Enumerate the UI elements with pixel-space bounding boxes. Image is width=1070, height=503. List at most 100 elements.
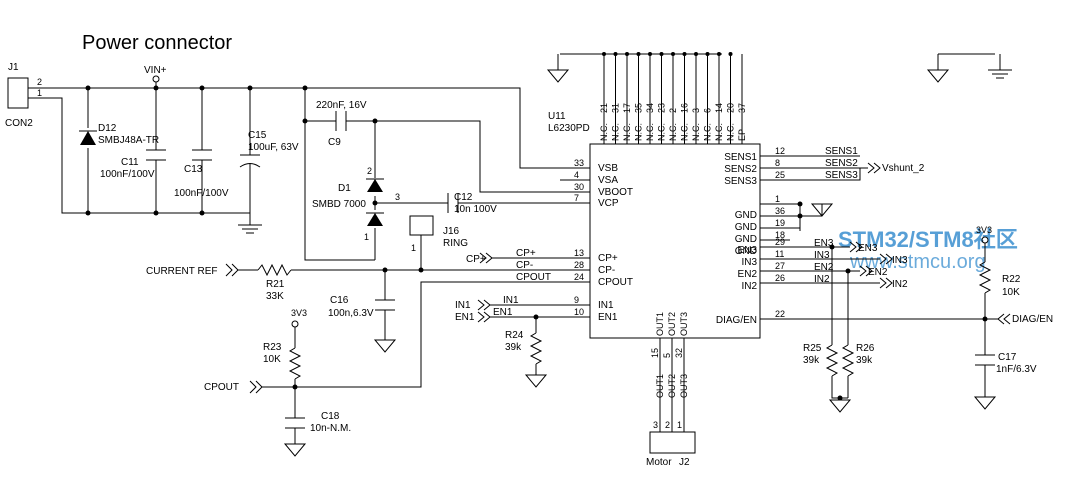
- svg-text:C18: C18: [321, 411, 340, 422]
- svg-text:DIAG/EN: DIAG/EN: [716, 315, 757, 326]
- top-pin-34: 34N.C.: [645, 52, 655, 144]
- svg-text:SENS1: SENS1: [825, 146, 858, 157]
- top-pin-17: 17N.C.: [622, 52, 632, 144]
- j1-value: CON2: [5, 118, 33, 129]
- top-pin-2: 2N.C.: [668, 52, 678, 144]
- svg-text:GND: GND: [735, 234, 757, 245]
- svg-text:R26: R26: [856, 343, 875, 354]
- svg-text:R22: R22: [1002, 274, 1021, 285]
- junctions-vin: [85, 85, 308, 216]
- svg-text:27: 27: [775, 261, 785, 271]
- svg-text:N.C.: N.C.: [645, 123, 655, 141]
- svg-text:IN1: IN1: [598, 300, 614, 311]
- page-title: Power connector: [82, 32, 232, 54]
- svg-text:CPOUT: CPOUT: [598, 277, 633, 288]
- svg-text:N.C.: N.C.: [726, 123, 736, 141]
- svg-text:3V3: 3V3: [291, 308, 307, 318]
- svg-text:U11: U11: [548, 111, 566, 122]
- resistor-r23: 3V3 R23 10K: [263, 308, 307, 410]
- testpoint-j16: J16 RING 1: [409, 215, 468, 270]
- svg-text:5: 5: [662, 353, 672, 358]
- svg-text:N.C.: N.C.: [714, 123, 724, 141]
- svg-text:OUT2: OUT2: [667, 374, 677, 398]
- svg-text:35: 35: [634, 103, 644, 113]
- svg-text:N.C.: N.C.: [599, 123, 609, 141]
- svg-text:1: 1: [37, 88, 42, 98]
- ic-u11: U11 L6230PD 21N.C.31N.C.17N.C.35N.C.34N.…: [548, 52, 790, 358]
- top-pin-16: 16N.C.: [680, 52, 690, 144]
- svg-text:CP+: CP+: [466, 254, 486, 265]
- in1-en1-nets: IN1 EN1 IN1 EN1: [455, 295, 590, 323]
- svg-text:IN1: IN1: [455, 300, 471, 311]
- diode-d12: D12 SMBJ48A-TR: [79, 88, 159, 213]
- svg-text:6: 6: [703, 108, 713, 113]
- capacitor-c9: 220nF, 16V C9: [302, 88, 590, 261]
- capacitor-c13: C13 100nF/100V: [174, 88, 229, 213]
- svg-text:C13: C13: [184, 164, 203, 175]
- top-pin-6: 6N.C.: [703, 52, 713, 144]
- svg-text:EN2: EN2: [868, 267, 888, 278]
- svg-text:SENS2: SENS2: [724, 164, 757, 175]
- svg-text:EN3: EN3: [738, 245, 758, 256]
- svg-text:OUT2: OUT2: [667, 312, 677, 336]
- capacitor-c11: C11 100nF/100V: [100, 88, 166, 213]
- svg-text:N.C.: N.C.: [622, 123, 632, 141]
- svg-text:18: 18: [775, 230, 785, 240]
- svg-text:CPOUT: CPOUT: [204, 382, 239, 393]
- svg-text:28: 28: [574, 260, 584, 270]
- svg-text:100nF/100V: 100nF/100V: [100, 169, 155, 180]
- svg-text:SENS3: SENS3: [724, 176, 757, 187]
- resistor-r24: R24 39k: [505, 317, 548, 388]
- top-pin-14: 14N.C.: [714, 52, 724, 144]
- top-pin-20: 20N.C.: [726, 52, 736, 144]
- top-pin-31: 31N.C.: [611, 52, 621, 144]
- svg-text:32: 32: [674, 348, 684, 358]
- svg-text:C17: C17: [998, 352, 1017, 363]
- svg-text:11: 11: [775, 249, 784, 259]
- svg-text:J16: J16: [443, 226, 460, 237]
- svg-text:33K: 33K: [266, 291, 284, 302]
- capacitor-c18: C18 10n-N.M.: [283, 410, 351, 457]
- svg-text:1nF/6.3V: 1nF/6.3V: [996, 364, 1037, 375]
- u11-top-pins: 21N.C.31N.C.17N.C.35N.C.34N.C.23N.C.2N.C…: [599, 52, 747, 144]
- svg-text:16: 16: [680, 103, 690, 113]
- svg-text:EN2: EN2: [738, 269, 758, 280]
- svg-text:10K: 10K: [263, 354, 281, 365]
- svg-text:13: 13: [574, 248, 584, 258]
- svg-text:N.C.: N.C.: [634, 123, 644, 141]
- svg-text:4: 4: [574, 170, 579, 180]
- svg-text:26: 26: [775, 273, 785, 283]
- svg-text:IN3: IN3: [814, 250, 830, 261]
- svg-text:1: 1: [775, 194, 780, 204]
- svg-text:VBOOT: VBOOT: [598, 187, 633, 198]
- svg-text:OUT1: OUT1: [655, 374, 665, 398]
- svg-text:19: 19: [775, 218, 785, 228]
- svg-text:R24: R24: [505, 330, 524, 341]
- right-pin-18: 18 GND: [735, 230, 790, 257]
- top-pin-3: 3N.C.: [691, 52, 701, 144]
- svg-text:8: 8: [775, 158, 780, 168]
- current-ref-net: CURRENT REF R21 33K: [146, 263, 590, 302]
- top-ground-bus: [546, 53, 722, 83]
- svg-text:Motor: Motor: [646, 457, 672, 468]
- svg-text:25: 25: [775, 170, 785, 180]
- svg-text:2: 2: [367, 166, 372, 176]
- grounds-right-top: [926, 53, 1012, 83]
- svg-text:IN3: IN3: [892, 255, 908, 266]
- svg-text:J2: J2: [679, 457, 690, 468]
- top-pin-35: 35N.C.: [634, 52, 644, 144]
- svg-text:OUT1: OUT1: [655, 312, 665, 336]
- svg-text:CURRENT REF: CURRENT REF: [146, 266, 217, 277]
